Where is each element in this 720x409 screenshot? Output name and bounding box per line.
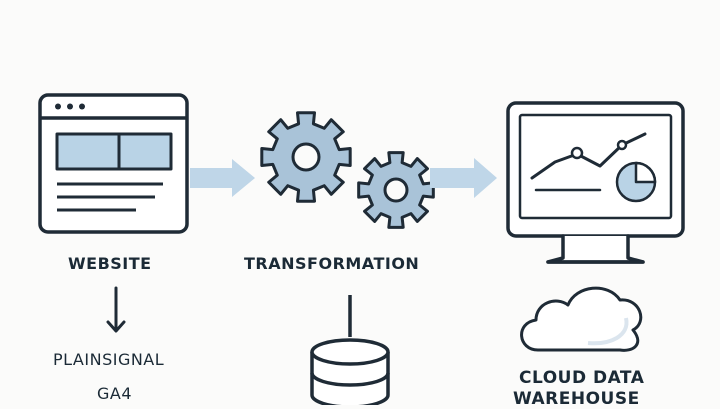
transformation-label: TRANSFORMATION — [244, 254, 420, 273]
monitor-chart-icon — [506, 101, 685, 264]
cloud-icon — [520, 286, 643, 352]
website-label: WEBSITE — [68, 254, 152, 273]
plainsignal-label: PLAINSIGNAL — [53, 350, 165, 369]
ga4-label: GA4 — [97, 384, 133, 403]
gears-icon — [260, 111, 435, 229]
arrow-down-icon — [106, 286, 126, 333]
arrow-right-icon — [430, 158, 497, 198]
database-icon — [310, 295, 390, 405]
arrow-right-icon — [190, 159, 255, 197]
warehouse-label: WAREHOUSE — [513, 389, 640, 409]
browser-window-icon — [38, 93, 189, 234]
cloud-data-label: CLOUD DATA — [519, 368, 645, 388]
gear-hole — [291, 142, 321, 172]
gear-hole — [383, 177, 409, 203]
